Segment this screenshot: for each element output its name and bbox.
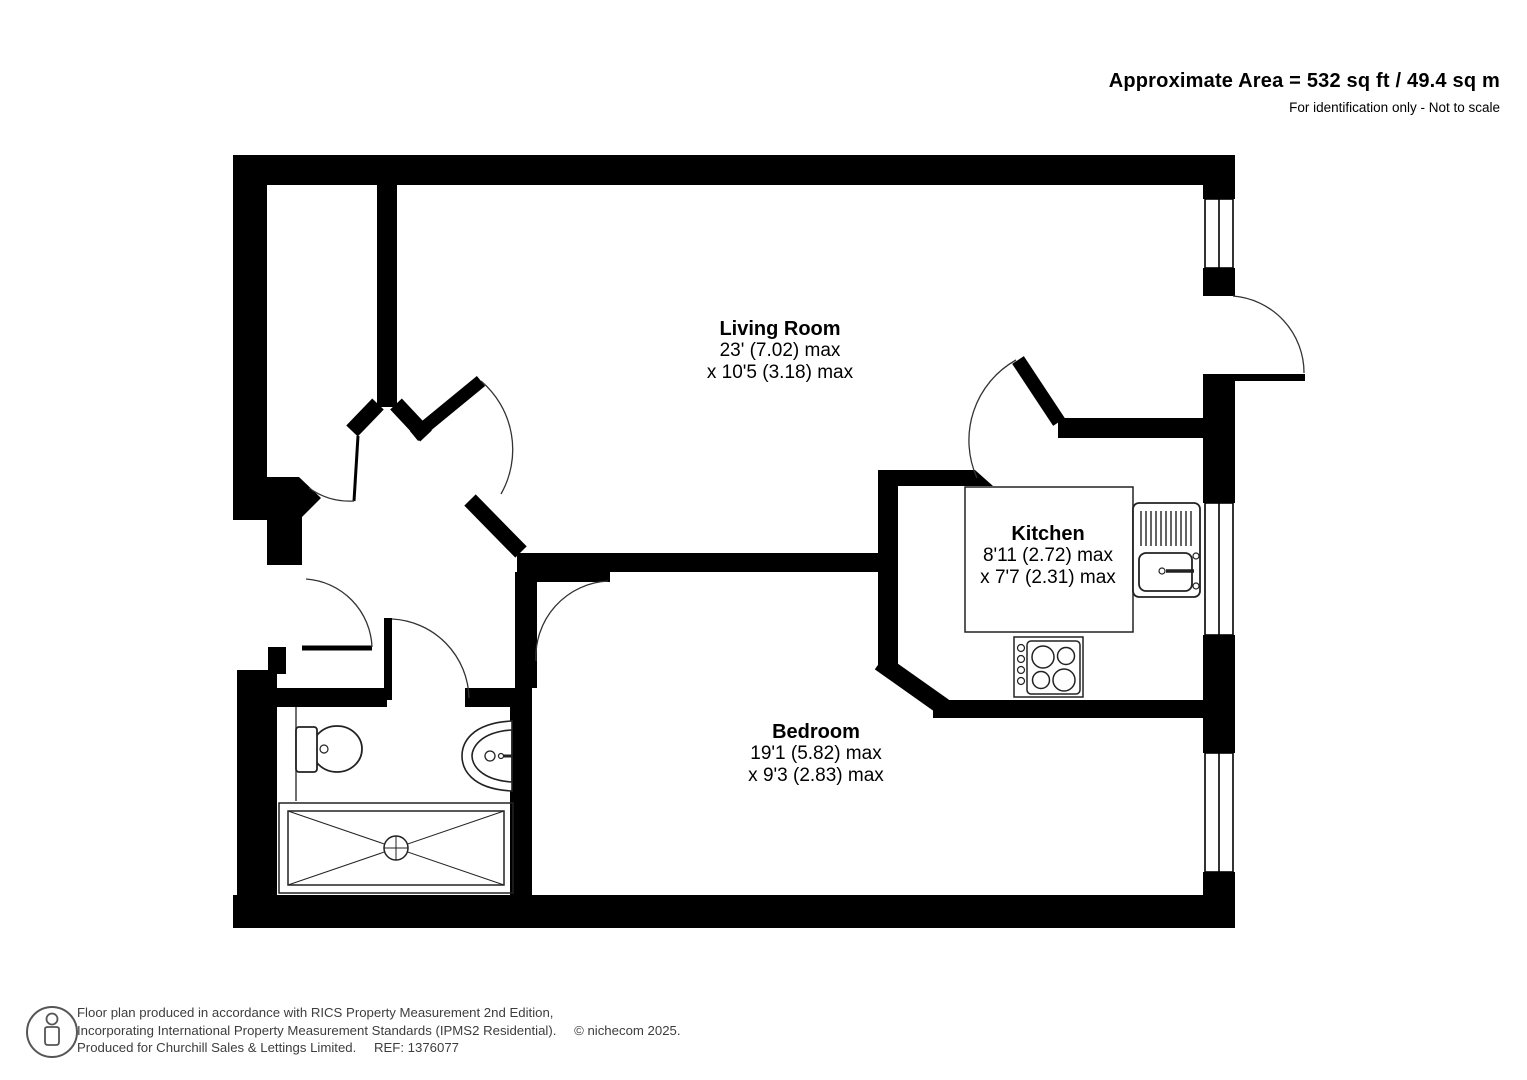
door-arcs bbox=[305, 295, 1305, 699]
kitchen-sink bbox=[1132, 502, 1201, 598]
closet-door-leaf-thin bbox=[352, 435, 360, 502]
plan-header: Approximate Area = 532 sq ft / 49.4 sq m… bbox=[1109, 70, 1500, 115]
wall-right-3 bbox=[1203, 374, 1235, 503]
entrance-door-leaf bbox=[1217, 374, 1305, 381]
window-bedroom bbox=[1204, 752, 1234, 873]
wall-hall-kitchen bbox=[878, 470, 993, 486]
wall-stub-bath bbox=[268, 647, 286, 674]
wall-diagonals bbox=[464, 494, 951, 716]
wall-right-5 bbox=[1203, 872, 1235, 928]
wall-bathroom-right bbox=[510, 688, 532, 895]
approximate-area-text: Approximate Area = 532 sq ft / 49.4 sq m bbox=[1108, 70, 1500, 92]
room-dim-metric: x 7'7 (2.31) max bbox=[980, 567, 1116, 588]
entrance-door-arc bbox=[1232, 295, 1305, 374]
door-leaves bbox=[302, 356, 1065, 651]
footer-ipms-text: Incorporating International Property Mea… bbox=[77, 1022, 557, 1038]
hob-knobs bbox=[1016, 643, 1026, 686]
wall-bathroom-top-right bbox=[465, 688, 518, 707]
room-dim-metric: x 10'5 (3.18) max bbox=[706, 362, 854, 383]
wall-right-1 bbox=[1203, 185, 1235, 199]
hob-burner bbox=[1056, 646, 1076, 666]
wall-bathroom-top-left bbox=[277, 688, 387, 707]
wall-bedroom-door-lip bbox=[535, 572, 610, 582]
wall-right-2 bbox=[1203, 268, 1235, 296]
room-name: Kitchen bbox=[1011, 523, 1085, 545]
wall-kitchen-bottom bbox=[933, 700, 1205, 718]
wall-kitchen-top bbox=[1058, 418, 1203, 438]
hob-burner bbox=[1031, 645, 1055, 669]
closet-door-leaf-left bbox=[346, 398, 384, 437]
wall-top bbox=[233, 155, 1235, 185]
kitchen-sink-drainer bbox=[1140, 511, 1192, 546]
living-room-label: Living Room 23' (7.02) max x 10'5 (3.18)… bbox=[640, 318, 920, 384]
bedroom-label: Bedroom 19'1 (5.82) max x 9'3 (2.83) max bbox=[696, 721, 936, 787]
room-dim-metric: x 9'3 (2.83) max bbox=[748, 765, 884, 786]
copyright-text: © nichecom 2025. bbox=[574, 1022, 681, 1038]
bedroom-door-arc bbox=[535, 580, 609, 662]
toilet bbox=[295, 725, 363, 773]
wall-kitchen-diagonal bbox=[874, 654, 951, 716]
wall-hall-bedroom bbox=[515, 572, 537, 688]
footer-line-3: Produced for Churchill Sales & Lettings … bbox=[77, 1039, 681, 1057]
bathroom-sink bbox=[461, 720, 513, 792]
footer-line-2: Incorporating International Property Mea… bbox=[77, 1022, 681, 1040]
living-room-door-arc bbox=[480, 380, 514, 495]
room-name: Living Room bbox=[719, 318, 841, 340]
room-name: Bedroom bbox=[772, 721, 860, 743]
wall-closet bbox=[377, 185, 397, 407]
wall-bottom bbox=[233, 895, 1235, 928]
wall-right-4 bbox=[1203, 635, 1235, 753]
hob bbox=[1013, 636, 1084, 698]
wall-left-lower bbox=[237, 670, 277, 928]
shower-tray bbox=[278, 802, 514, 894]
not-to-scale-note: For identification only - Not to scale bbox=[1289, 100, 1500, 115]
hob-burner bbox=[1031, 670, 1051, 690]
footer-line-1: Floor plan produced in accordance with R… bbox=[77, 1005, 554, 1020]
wall-jamb-hall-left bbox=[267, 477, 321, 565]
wall-kitchen-left bbox=[878, 470, 898, 668]
walls bbox=[233, 155, 1235, 928]
living-room-door-leaf bbox=[409, 375, 486, 442]
wall-hall-diagonal bbox=[464, 494, 527, 558]
kitchen-door-leaf bbox=[1012, 356, 1065, 426]
closet-door-arc bbox=[308, 487, 355, 502]
reference-number: REF: 1376077 bbox=[373, 1040, 459, 1055]
kitchen-door-arc bbox=[968, 359, 1017, 479]
bathroom-door-leaf bbox=[384, 618, 392, 700]
kitchen-label: Kitchen 8'11 (2.72) max x 7'7 (2.31) max bbox=[928, 523, 1168, 589]
hob-burner bbox=[1052, 668, 1076, 692]
produced-for-text: Produced for Churchill Sales & Lettings … bbox=[77, 1040, 357, 1055]
room-dim-imperial: 23' (7.02) max bbox=[719, 340, 841, 361]
windows bbox=[1204, 198, 1234, 873]
room-dim-imperial: 19'1 (5.82) max bbox=[750, 743, 882, 764]
window-kitchen bbox=[1204, 502, 1234, 636]
hall-door-arc bbox=[305, 578, 373, 648]
room-dim-imperial: 8'11 (2.72) max bbox=[982, 545, 1113, 566]
person-icon bbox=[26, 1006, 78, 1058]
wall-left-upper bbox=[233, 185, 267, 520]
footer-disclaimer: Floor plan produced in accordance with R… bbox=[77, 1004, 681, 1057]
wall-corridor bbox=[517, 553, 880, 572]
window-living-room bbox=[1204, 198, 1234, 269]
bathroom-door-arc bbox=[391, 618, 470, 699]
